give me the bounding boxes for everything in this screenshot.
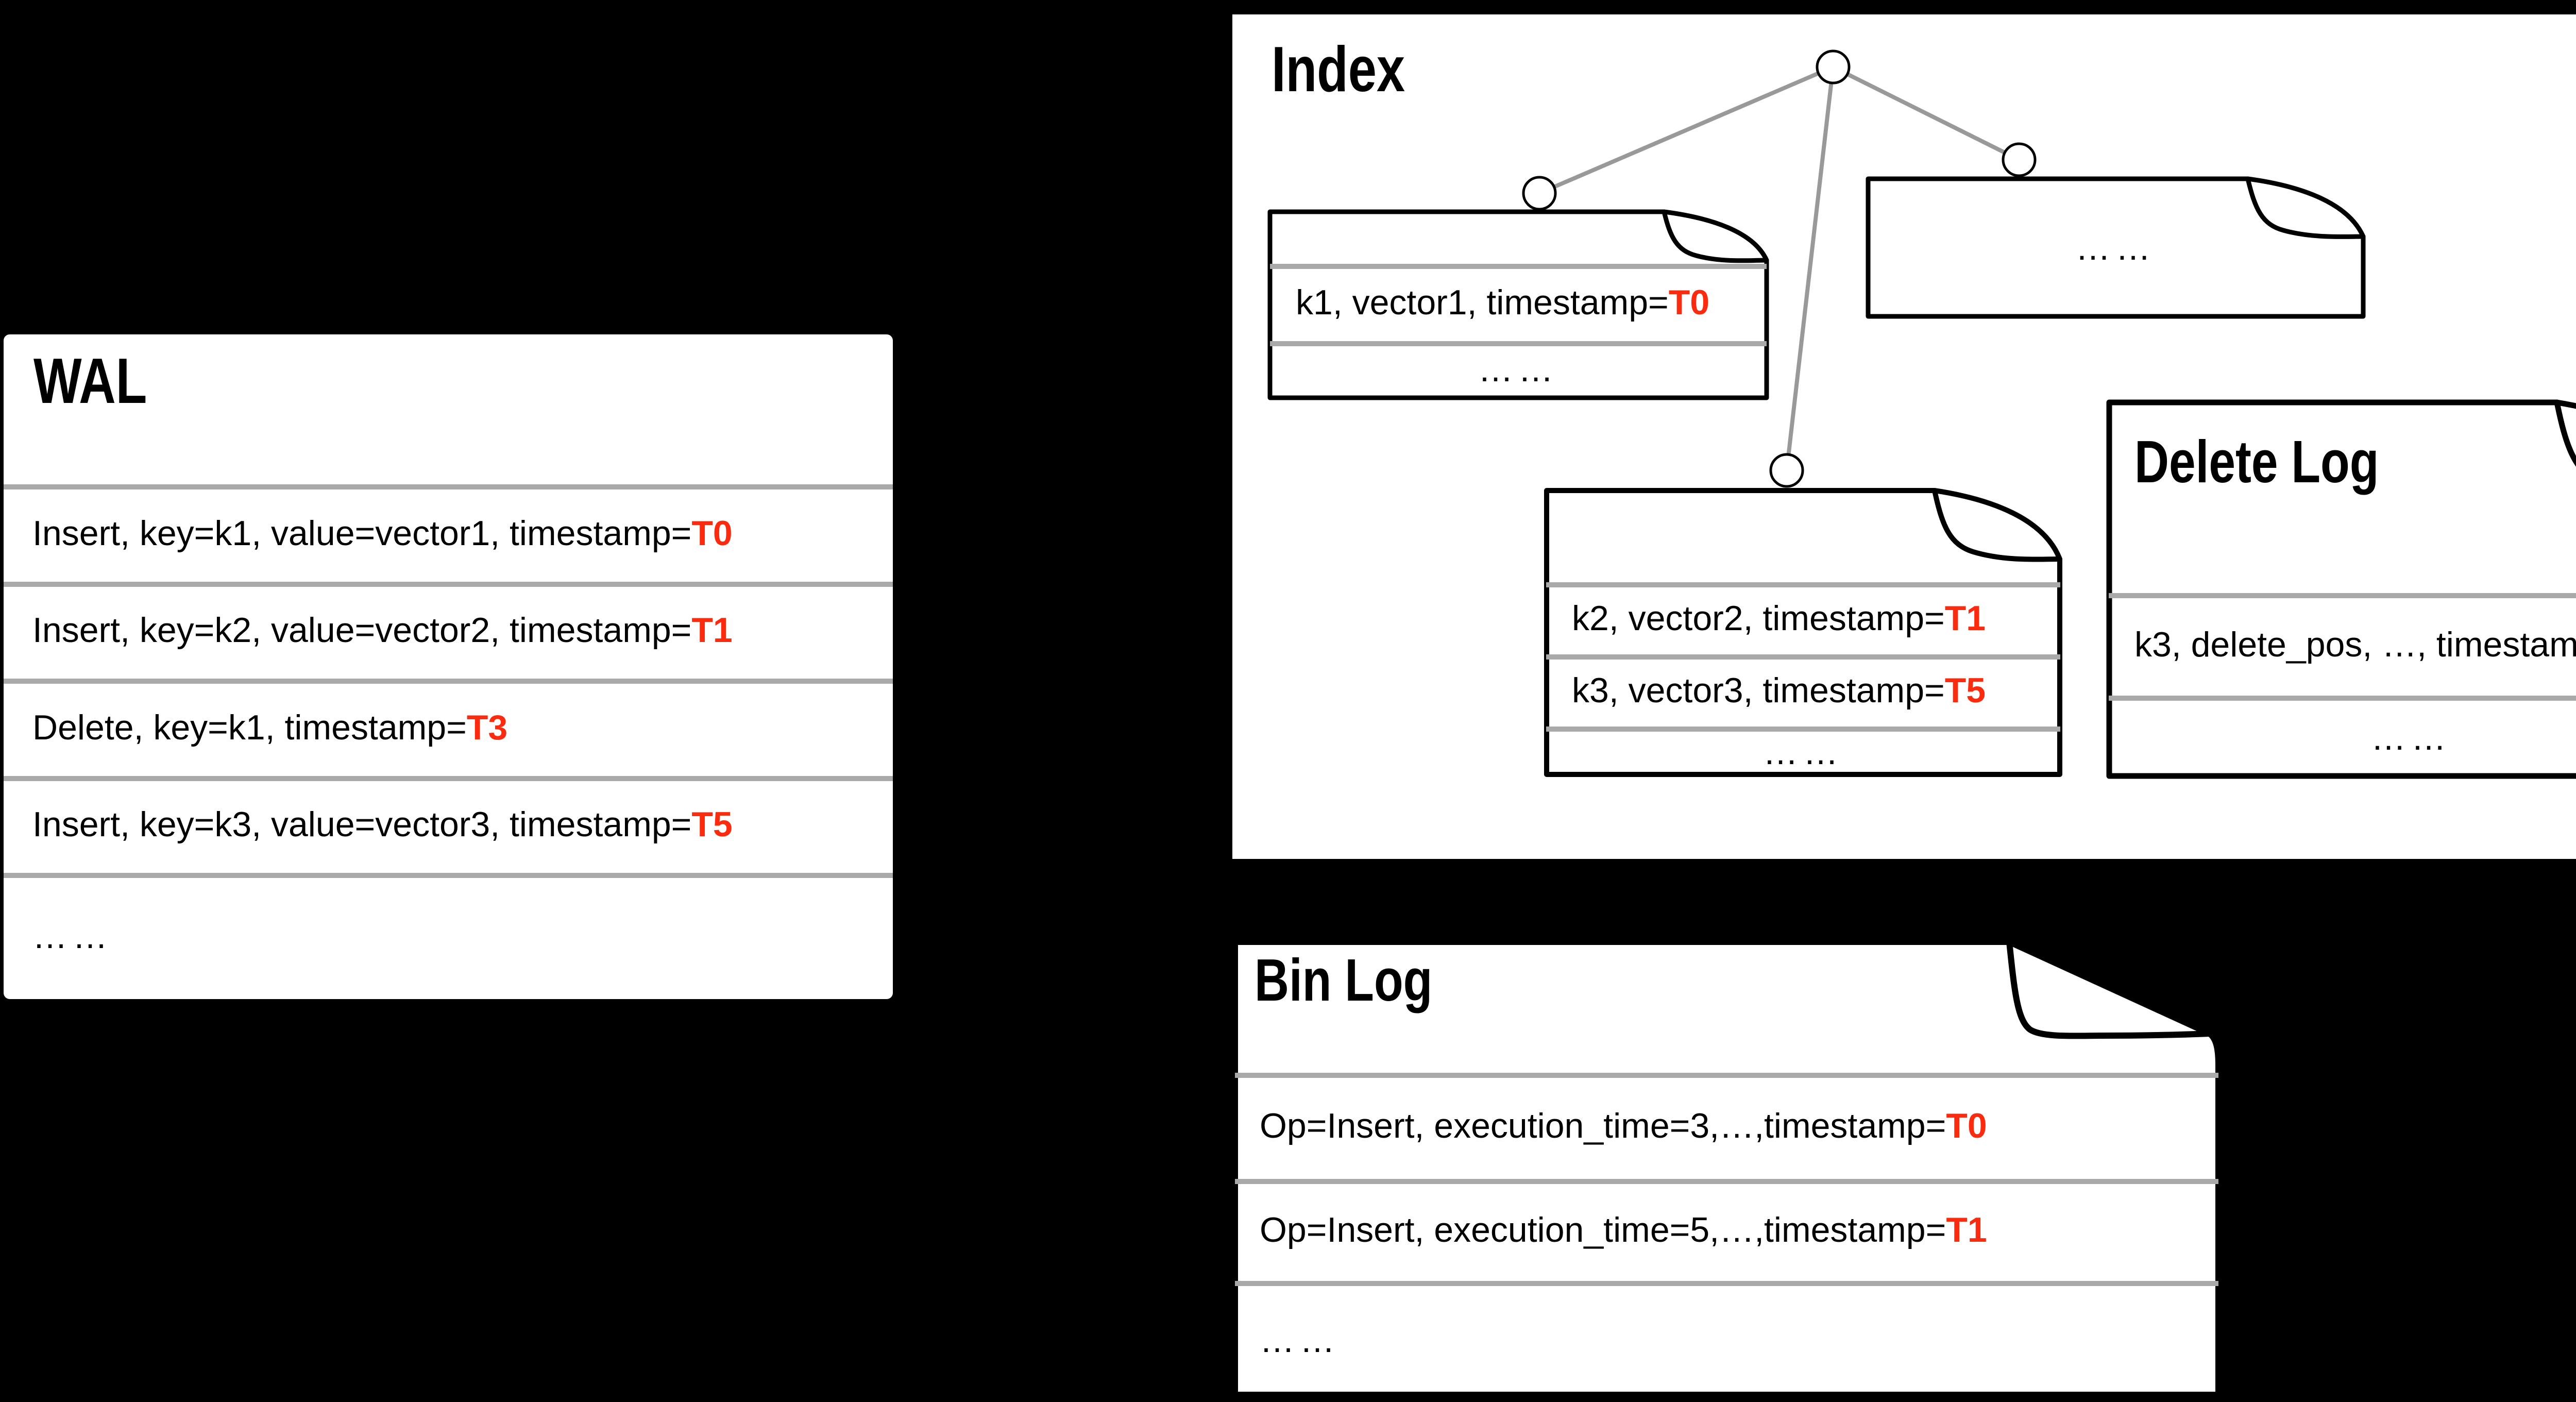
log-entry-text: Insert, key=k3, value=vector3, timestamp… [32, 805, 692, 844]
timestamp-value: T0 [1668, 283, 1710, 322]
separator [1546, 727, 2060, 732]
document-shape [1267, 209, 1769, 400]
wal-row: Delete, key=k1, timestamp=T3 [4, 679, 893, 776]
separator [2109, 593, 2576, 598]
timestamp-value: T1 [691, 611, 733, 650]
timestamp-value: T5 [691, 805, 733, 844]
separator [1270, 341, 1767, 346]
tree-edge [1832, 65, 2020, 162]
ellipsis-text: …… [2075, 228, 2156, 267]
index-file-row: k2, vector2, timestamp=T1 [1543, 582, 2063, 654]
index-panel: Index k1, vector1, timestamp=T0 …… …… [1232, 14, 2576, 859]
separator [1270, 264, 1767, 269]
document-shape [1866, 176, 2366, 319]
index-file-row-ellipsis: …… [1267, 341, 1770, 398]
separator [1546, 654, 2060, 660]
index-file-row-ellipsis: …… [1543, 727, 2063, 778]
separator [4, 776, 893, 781]
entry-text: k3, delete_pos, …, timestamp= [2134, 624, 2576, 664]
ellipsis-text: …… [1763, 733, 1843, 772]
timestamp-value: T5 [1944, 671, 1986, 710]
tree-node-icon [1522, 176, 1557, 211]
log-entry-text: Delete, key=k1, timestamp= [32, 707, 467, 747]
bin-log-row: Op=Insert, execution_time=3,…,timestamp=… [1231, 1073, 2223, 1179]
timestamp-value: T1 [1944, 599, 1986, 638]
tree-edge [1538, 65, 1834, 195]
log-entry-text: Op=Insert, execution_time=3,…,timestamp= [1260, 1106, 1946, 1145]
index-title: Index [1272, 34, 1405, 105]
ellipsis-text: …… [32, 916, 113, 956]
timestamp-value: T1 [1946, 1210, 1987, 1249]
index-file-k2k3-doc: k2, vector2, timestamp=T1 k3, vector3, t… [1543, 487, 2063, 778]
log-entry-text: Insert, key=k2, value=vector2, timestamp… [32, 611, 692, 650]
bin-log-doc: Bin Log Op=Insert, execution_time=3,…,ti… [1231, 938, 2223, 1399]
wal-title: WAL [33, 346, 147, 417]
separator [1235, 1179, 2218, 1184]
separator [1235, 1281, 2218, 1286]
separator [4, 679, 893, 684]
bin-log-row-ellipsis: …… [1231, 1281, 2223, 1399]
index-file-row: k1, vector1, timestamp=T0 [1267, 264, 1770, 341]
separator [2109, 696, 2576, 701]
wal-row: Insert, key=k3, value=vector3, timestamp… [4, 776, 893, 873]
tree-edge [1785, 66, 1835, 471]
tree-node-icon [2002, 142, 2037, 177]
delete-log-row-ellipsis: …… [2106, 696, 2576, 780]
index-file-more-doc: …… [1865, 176, 2366, 319]
bin-log-row: Op=Insert, execution_time=5,…,timestamp=… [1231, 1179, 2223, 1281]
delete-log-title: Delete Log [2134, 428, 2379, 495]
ellipsis-text: …… [1260, 1320, 1340, 1360]
wal-row-ellipsis: …… [4, 873, 893, 999]
timestamp-value: T0 [691, 513, 733, 553]
index-file-row: k3, vector3, timestamp=T5 [1543, 654, 2063, 727]
timestamp-value: T3 [466, 707, 508, 747]
separator [4, 582, 893, 587]
separator [1235, 1073, 2218, 1078]
ellipsis-text: …… [2371, 718, 2451, 757]
delete-log-doc: Delete Log k3, delete_pos, …, timestamp=… [2106, 399, 2576, 780]
ellipsis-text: …… [1478, 350, 1558, 389]
entry-text: k3, vector3, timestamp= [1572, 671, 1945, 710]
document-shape [1544, 488, 2062, 777]
separator [4, 484, 893, 489]
entry-text: k2, vector2, timestamp= [1572, 599, 1945, 638]
document-shape [2106, 399, 2576, 779]
wal-row: Insert, key=k1, value=vector1, timestamp… [4, 484, 893, 582]
log-entry-text: Op=Insert, execution_time=5,…,timestamp= [1260, 1210, 1946, 1249]
tree-node-icon [1769, 453, 1804, 488]
separator [1546, 582, 2060, 587]
separator [4, 873, 893, 878]
wal-panel: WAL Insert, key=k1, value=vector1, times… [4, 334, 893, 999]
delete-log-row: k3, delete_pos, …, timestamp=T3 [2106, 593, 2576, 696]
entry-text: k1, vector1, timestamp= [1296, 283, 1669, 322]
timestamp-value: T0 [1946, 1106, 1987, 1145]
tree-node-root-icon [1816, 49, 1851, 85]
index-file-row-ellipsis: …… [1865, 176, 2366, 319]
bin-log-title: Bin Log [1255, 947, 1433, 1014]
log-entry-text: Insert, key=k1, value=vector1, timestamp… [32, 513, 692, 553]
index-file-k1-doc: k1, vector1, timestamp=T0 …… [1267, 209, 1770, 401]
wal-row: Insert, key=k2, value=vector2, timestamp… [4, 582, 893, 679]
